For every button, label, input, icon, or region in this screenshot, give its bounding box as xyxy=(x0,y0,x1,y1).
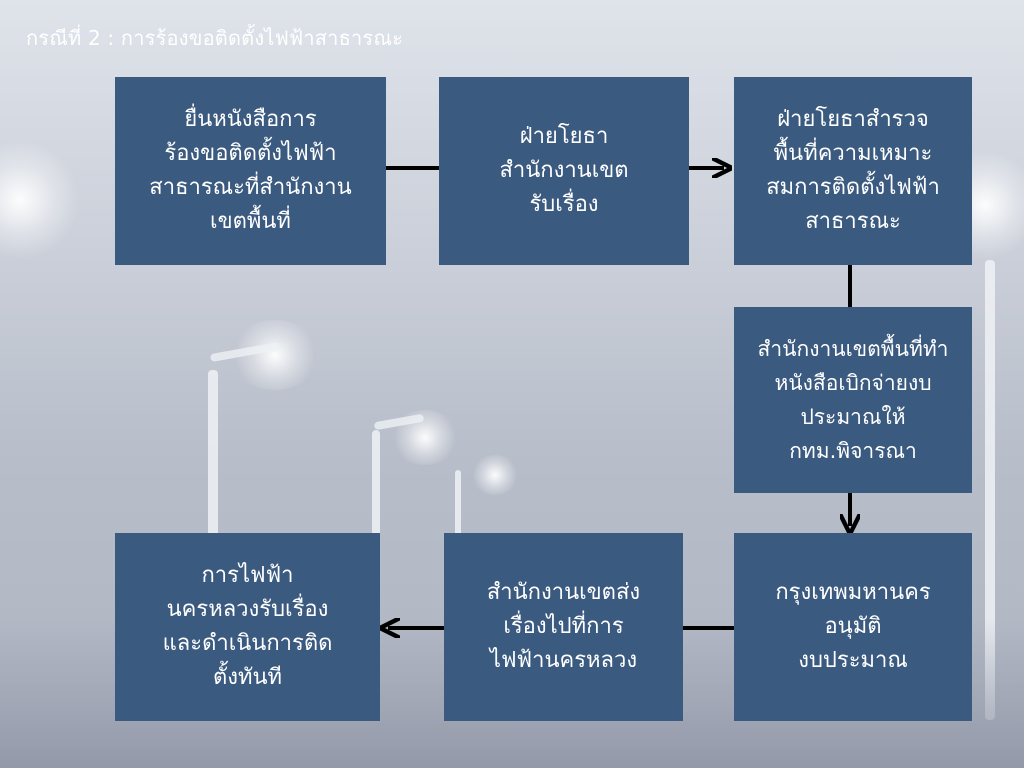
step-3-box: ฝ่ายโยธาสำรวจ พื้นที่ความเหมาะ สมการติดต… xyxy=(734,77,972,265)
step-3-text: ฝ่ายโยธาสำรวจ พื้นที่ความเหมาะ สมการติดต… xyxy=(766,107,940,234)
step-1-box: ยื่นหนังสือการ ร้องขอติดตั้งไฟฟ้า สาธารณ… xyxy=(115,77,386,265)
step-6-text: สำนักงานเขตส่ง เรื่องไปที่การ ไฟฟ้านครหล… xyxy=(486,580,641,673)
step-5-text: กรุงเทพมหานคร อนุมัติ งบประมาณ xyxy=(775,580,931,673)
step-4-text: สำนักงานเขตพื้นที่ทำ หนังสือเบิกจ่ายงบ ป… xyxy=(757,337,949,463)
step-2-box: ฝ่ายโยธา สำนักงานเขต รับเรื่อง xyxy=(439,77,689,265)
step-6-box: สำนักงานเขตส่ง เรื่องไปที่การ ไฟฟ้านครหล… xyxy=(444,533,683,721)
page-title: กรณีที่ 2 : การร้องขอติดตั้งไฟฟ้าสาธารณะ xyxy=(26,26,404,50)
step-7-text: การไฟฟ้า นครหลวงรับเรื่อง และดำเนินการติ… xyxy=(162,563,333,690)
step-4-box: สำนักงานเขตพื้นที่ทำ หนังสือเบิกจ่ายงบ ป… xyxy=(734,307,972,493)
step-1-text: ยื่นหนังสือการ ร้องขอติดตั้งไฟฟ้า สาธารณ… xyxy=(149,107,352,234)
step-2-text: ฝ่ายโยธา สำนักงานเขต รับเรื่อง xyxy=(499,124,629,217)
step-5-box: กรุงเทพมหานคร อนุมัติ งบประมาณ xyxy=(734,533,972,721)
step-7-box: การไฟฟ้า นครหลวงรับเรื่อง และดำเนินการติ… xyxy=(115,533,380,721)
